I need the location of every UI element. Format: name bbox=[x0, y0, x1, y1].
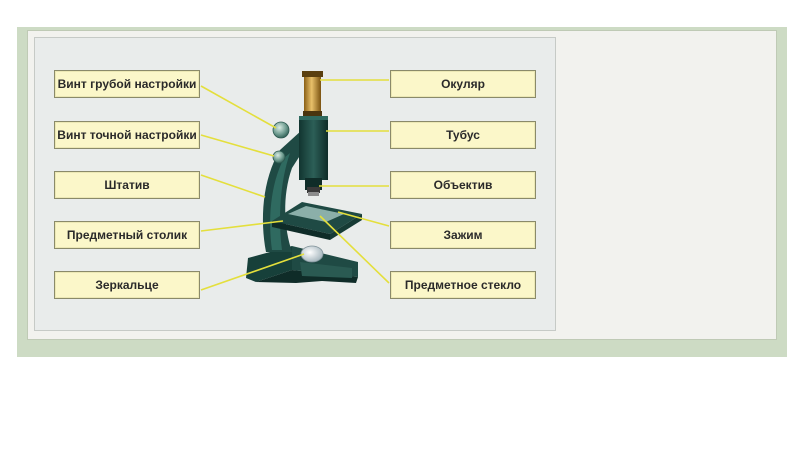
label-slide: Предметное стекло bbox=[390, 271, 536, 299]
microscope-eyepiece bbox=[302, 71, 323, 116]
leader-coarse-knob bbox=[200, 85, 277, 129]
label-eyepiece: Окуляр bbox=[390, 70, 536, 98]
leader-stand bbox=[200, 174, 266, 198]
leader-slide bbox=[319, 215, 390, 284]
label-coarse-focus-knob: Винт грубой настройки bbox=[54, 70, 200, 98]
label-clip: Зажим bbox=[390, 221, 536, 249]
leader-mirror bbox=[200, 253, 305, 291]
leader-fine-knob bbox=[200, 134, 275, 157]
label-stand: Штатив bbox=[54, 171, 200, 199]
slide-glass bbox=[288, 206, 344, 222]
mirror-shape bbox=[300, 245, 324, 263]
microscope-tube bbox=[299, 116, 328, 196]
leader-lines bbox=[200, 79, 390, 291]
fine-knob-shape bbox=[272, 150, 286, 164]
leader-clip bbox=[337, 211, 390, 227]
label-tube: Тубус bbox=[390, 121, 536, 149]
label-stage: Предметный столик bbox=[54, 221, 200, 249]
label-objective: Объектив bbox=[390, 171, 536, 199]
label-mirror: Зеркальце bbox=[54, 271, 200, 299]
coarse-knob-shape bbox=[272, 121, 290, 139]
leader-stage bbox=[200, 220, 284, 232]
label-fine-focus-knob: Винт точной настройки bbox=[54, 121, 200, 149]
